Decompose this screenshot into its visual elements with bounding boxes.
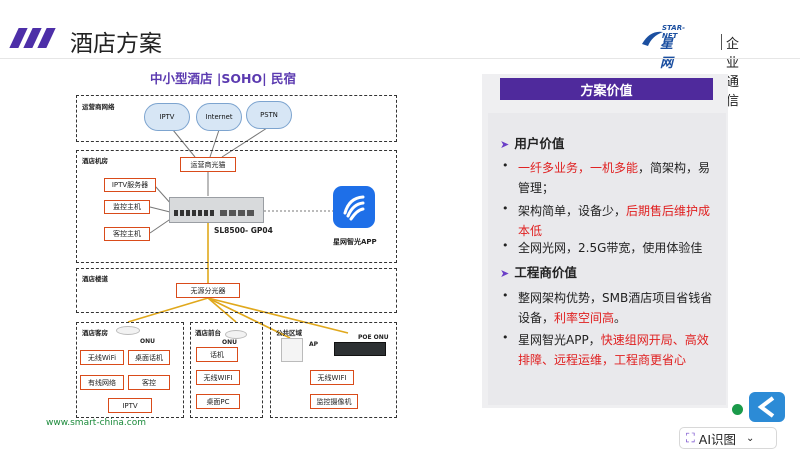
cloud-label: Internet	[205, 113, 233, 121]
value-bullet: 星网智光APP，快速组网开局、高效排障、远程运维，工程商更省心	[518, 330, 714, 370]
ai-button-label: AI识图	[698, 431, 737, 447]
bullet-text: 整网架构优势，SMB酒店项目省钱省设备，	[518, 291, 713, 325]
splitter-box: 无源分光器	[176, 283, 240, 298]
badge-dot-icon	[732, 404, 743, 415]
front-item: 话机	[196, 347, 238, 362]
cloud-internet: Internet	[196, 103, 242, 131]
app-label: 星网智光APP	[333, 238, 377, 246]
ai-sparkle-icon: ⛶	[686, 430, 695, 445]
zone-front-desk	[190, 322, 263, 418]
badge-logo-icon	[749, 392, 785, 422]
guest-onu-device-icon	[116, 326, 140, 335]
eng-value-heading: ➤ 工程商价值	[500, 262, 577, 281]
zone-guest-room	[76, 322, 184, 418]
olt-device-label: SL8500- GP04	[214, 226, 273, 235]
user-value-heading: ➤ 用户价值	[500, 133, 564, 152]
cloud-iptv: IPTV	[144, 103, 190, 131]
front-onu-device-icon	[225, 330, 247, 339]
guest-item: 客控	[128, 375, 170, 390]
guest-item: 桌面话机	[128, 350, 170, 365]
highlight-text: 后期售后维护成本低	[518, 204, 711, 238]
public-item: 监控摄像机	[310, 394, 358, 409]
public-item: 无线WIFI	[310, 370, 354, 385]
highlight-text: 利率空间高	[554, 311, 615, 325]
value-bullet: 全网光网，2.5G带宽，使用体验佳	[518, 238, 714, 258]
bullet-text: 架构简单，设备少，	[518, 204, 627, 218]
front-item: 桌面PC	[196, 394, 240, 409]
value-panel-header: 方案价值	[500, 78, 713, 100]
value-bullet: 一纤多业务，一机多能，简架构，易管理；	[518, 158, 714, 198]
ai-recognize-button[interactable]: ⛶ AI识图 ⌄	[679, 427, 777, 449]
isp-modem-box: 运营商光猫	[180, 157, 236, 172]
app-icon	[333, 186, 375, 228]
bullet-text: ，简架构，易管理；	[518, 161, 711, 195]
server-room-control-box: 客控主机	[104, 227, 150, 241]
zone-machine-room	[76, 150, 397, 263]
starnet-swoosh-icon	[642, 31, 663, 46]
zone-label: 酒店前台	[195, 329, 221, 337]
value-panel-body	[488, 113, 726, 405]
guest-item: IPTV	[108, 398, 152, 413]
bullet-dot: •	[502, 239, 509, 252]
zone-label: 酒店客房	[82, 329, 108, 337]
cloud-label: PSTN	[260, 111, 278, 119]
front-onu-label: ONU	[222, 339, 237, 346]
bullet-dot: •	[502, 331, 509, 344]
server-monitor-box: 监控主机	[104, 200, 150, 214]
ap-device-icon	[281, 338, 303, 362]
bullet-dot: •	[502, 202, 509, 215]
value-bullet: 整网架构优势，SMB酒店项目省钱省设备，利率空间高。	[518, 288, 714, 328]
brand-suffix-text: 企业通信	[726, 37, 740, 109]
guest-onu-label: ONU	[140, 338, 155, 345]
bullet-dot: •	[502, 289, 509, 302]
bullet-dot: •	[502, 159, 509, 172]
section-title: 工程商价值	[514, 265, 577, 280]
poe-onu-device-icon	[334, 342, 386, 356]
section-title: 用户价值	[514, 136, 565, 151]
olt-device-icon	[169, 197, 264, 223]
front-item: 无线WIFI	[196, 370, 240, 385]
zone-label: 运营商网络	[82, 103, 115, 111]
ap-label: AP	[309, 341, 319, 348]
zone-label: 公共区域	[276, 329, 302, 337]
bullet-text: 全网光网，2.5G带宽，使用体验佳	[518, 241, 703, 255]
diagram-title: 中小型酒店 |SOHO| 民宿	[150, 71, 297, 86]
value-bullet: 架构简单，设备少，后期售后维护成本低	[518, 201, 714, 241]
highlight-text: 快速组网开局、高效排障、远程运维，工程商更省心	[518, 333, 709, 367]
cloud-pstn: PSTN	[246, 101, 292, 129]
page-title: 酒店方案	[70, 31, 162, 57]
zone-label: 酒店机房	[82, 157, 108, 165]
zone-corridor	[76, 268, 397, 313]
server-iptv-box: IPTV服务器	[104, 178, 156, 192]
cloud-label: IPTV	[159, 113, 175, 121]
guest-item: 有线网络	[80, 375, 124, 390]
zone-label: 酒店楼道	[82, 275, 108, 283]
zone-public-area	[270, 322, 397, 418]
guest-item: 无线WiFi	[80, 350, 124, 365]
bullet-text: 。	[614, 311, 627, 325]
chevron-down-icon: ⌄	[746, 432, 755, 444]
bullet-text: 星网智光APP，	[518, 333, 601, 347]
brand-small-text: STAR-NET	[662, 24, 685, 40]
arrow-right-icon: ➤	[500, 267, 510, 280]
arrow-right-icon: ➤	[500, 138, 510, 151]
highlight-text: 一纤多业务，一机多能	[518, 161, 639, 175]
header-divider	[0, 58, 800, 59]
website-text: www.smart-china.com	[46, 418, 147, 428]
zone-isp-network	[76, 95, 397, 142]
poe-onu-label: POE ONU	[358, 334, 389, 341]
